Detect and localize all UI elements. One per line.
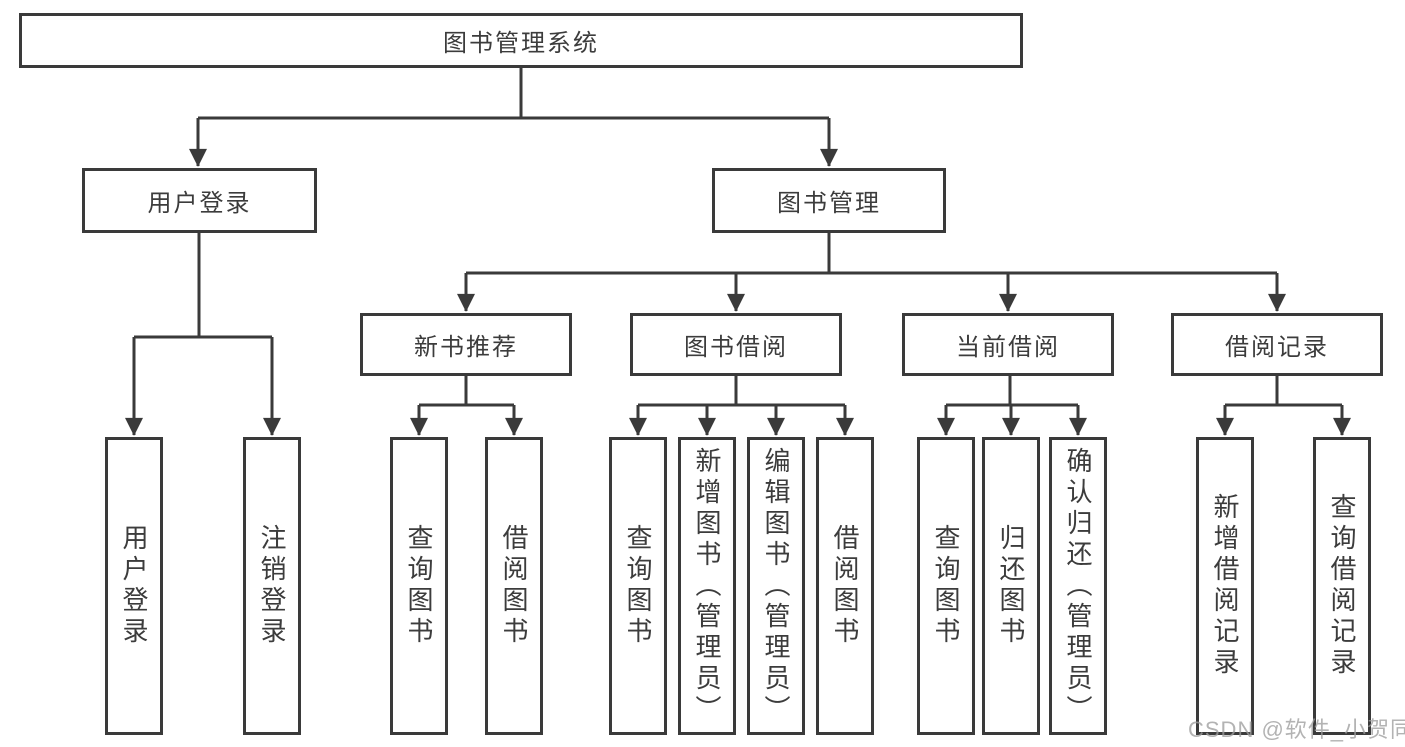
node-recommend-borrow-books: 借阅图书 (485, 437, 543, 735)
node-current-query-books: 查询图书 (917, 437, 975, 735)
connector-arrows (125, 118, 1351, 436)
node-borrowing-borrow-books: 借阅图书 (816, 437, 874, 735)
node-borrowing-add-books-admin: 新增图书（管理员） (678, 437, 736, 735)
node-borrowing-edit-books-admin: 编辑图书（管理员） (747, 437, 805, 735)
node-borrowing-query-books: 查询图书 (609, 437, 667, 735)
connector-trunks (134, 68, 1342, 407)
node-logout-leaf: 注销登录 (243, 437, 301, 735)
node-book-borrowing: 图书借阅 (630, 313, 842, 376)
node-borrowing-records: 借阅记录 (1171, 313, 1383, 376)
node-current-confirm-return-admin: 确认归还（管理员） (1049, 437, 1107, 735)
node-current-return-books: 归还图书 (982, 437, 1040, 735)
node-current-borrowing: 当前借阅 (902, 313, 1114, 376)
node-library-management-system: 图书管理系统 (19, 13, 1023, 68)
node-recommend-query-books: 查询图书 (390, 437, 448, 735)
node-records-add-borrow-record: 新增借阅记录 (1196, 437, 1254, 735)
csdn-watermark: CSDN @软件_小贺同学 (1188, 717, 1405, 742)
node-records-query-borrow-record: 查询借阅记录 (1313, 437, 1371, 735)
node-user-login-leaf: 用户登录 (105, 437, 163, 735)
node-new-book-recommendation: 新书推荐 (360, 313, 572, 376)
node-book-management: 图书管理 (712, 168, 946, 233)
node-user-login: 用户登录 (82, 168, 317, 233)
